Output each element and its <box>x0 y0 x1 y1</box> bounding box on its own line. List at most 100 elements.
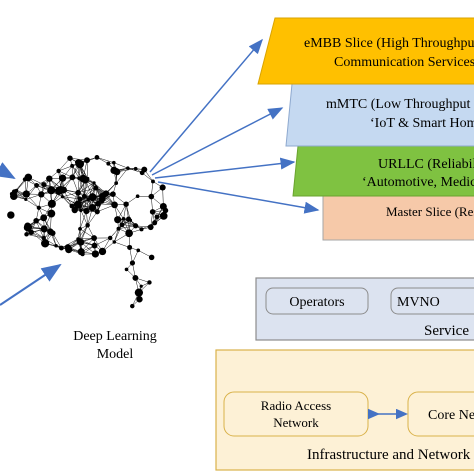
network-node <box>34 182 39 188</box>
network-edge <box>77 182 95 193</box>
network-node <box>127 244 133 250</box>
network-node <box>47 199 56 208</box>
network-node <box>70 163 75 168</box>
network-edge <box>80 210 88 226</box>
network-node <box>24 232 29 237</box>
network-node <box>126 216 132 222</box>
network-edge <box>26 234 44 239</box>
network-node <box>93 185 99 191</box>
network-edge <box>109 224 123 239</box>
network-node <box>134 288 144 297</box>
network-node <box>125 229 133 238</box>
network-node <box>24 197 28 202</box>
network-node <box>154 214 160 220</box>
network-node <box>76 238 84 245</box>
network-edge <box>62 196 80 200</box>
network-edge <box>87 211 98 226</box>
network-node <box>123 201 129 207</box>
network-node <box>78 226 82 231</box>
network-edge <box>114 228 119 243</box>
network-node <box>46 175 53 182</box>
network-node <box>124 267 129 272</box>
network-edge <box>79 210 87 229</box>
network-node <box>33 217 39 224</box>
network-node <box>38 191 45 198</box>
urllc-slice-line2: ‘Automotive, Medical <box>362 175 474 190</box>
master-slice: Master Slice (Rest <box>322 195 474 241</box>
network-node <box>148 254 155 261</box>
network-node <box>64 244 72 251</box>
network-edge <box>78 178 85 197</box>
service-title: Service <box>424 323 469 339</box>
operators-label: Operators <box>289 295 344 310</box>
network-node <box>85 223 90 228</box>
network-node <box>114 181 119 185</box>
network-node <box>82 176 89 184</box>
network-node <box>132 223 139 229</box>
network-node <box>147 224 154 231</box>
network-node <box>100 200 104 204</box>
network-node <box>102 190 110 197</box>
network-node <box>36 205 41 210</box>
network-node <box>98 247 107 256</box>
network-node <box>119 222 125 228</box>
network-edge <box>115 168 129 184</box>
network-node <box>148 193 155 200</box>
network-node <box>149 209 156 215</box>
neural-network-brain-icon <box>7 155 169 309</box>
network-node <box>41 182 47 188</box>
ran-label-line1: Radio Access <box>261 398 331 413</box>
network-node <box>77 196 83 202</box>
network-node <box>106 161 111 166</box>
network-edge <box>84 182 95 197</box>
network-node <box>159 202 167 210</box>
network-node <box>84 157 90 164</box>
network-node <box>121 217 126 221</box>
model-label-line2: Model <box>97 347 134 362</box>
network-node <box>129 260 136 266</box>
network-node <box>136 296 143 303</box>
network-node <box>58 185 64 192</box>
urllc-slice-line1: URLLC (Reliability <box>378 157 474 172</box>
operators-box <box>265 287 369 315</box>
network-node <box>86 197 91 202</box>
network-edge <box>114 241 130 248</box>
network-node <box>88 193 97 202</box>
network-edge <box>61 238 79 249</box>
mmtc-slice-line1: mMTC (Low Throughput <box>326 97 471 112</box>
network-edge <box>96 157 114 163</box>
network-node <box>159 184 166 191</box>
network-node <box>113 168 121 176</box>
network-edge <box>58 158 71 172</box>
network-edge <box>35 220 44 239</box>
network-node <box>79 208 83 213</box>
network-node <box>151 179 155 184</box>
network-edge <box>79 210 82 229</box>
infrastructure-title: Infrastructure and Network <box>307 447 471 463</box>
mvno-box <box>390 287 474 315</box>
network-edge <box>43 237 57 246</box>
arrow-to-mmtc <box>151 107 284 176</box>
network-edge <box>86 160 89 179</box>
network-node <box>94 209 100 215</box>
network-node <box>41 239 50 248</box>
network-edge <box>127 167 143 174</box>
network-edge <box>113 162 128 169</box>
network-node <box>91 242 98 249</box>
network-node <box>139 284 143 288</box>
network-node <box>75 189 81 196</box>
network-node <box>69 174 76 181</box>
network-node <box>107 235 113 241</box>
network-node <box>94 155 100 160</box>
infrastructure-panel: Radio Access Network Core Network Infras… <box>215 349 474 471</box>
network-node <box>47 186 56 195</box>
network-node <box>98 195 106 203</box>
network-node <box>91 250 100 258</box>
network-node <box>69 203 75 209</box>
network-node <box>111 160 116 165</box>
network-node <box>132 274 139 281</box>
network-node <box>91 235 97 241</box>
mmtc-slice: mMTC (Low Throughput ‘IoT & Smart Home <box>285 83 474 147</box>
embb-slice: eMBB Slice (High Throughput Communicatio… <box>257 17 474 85</box>
network-node <box>58 245 64 251</box>
